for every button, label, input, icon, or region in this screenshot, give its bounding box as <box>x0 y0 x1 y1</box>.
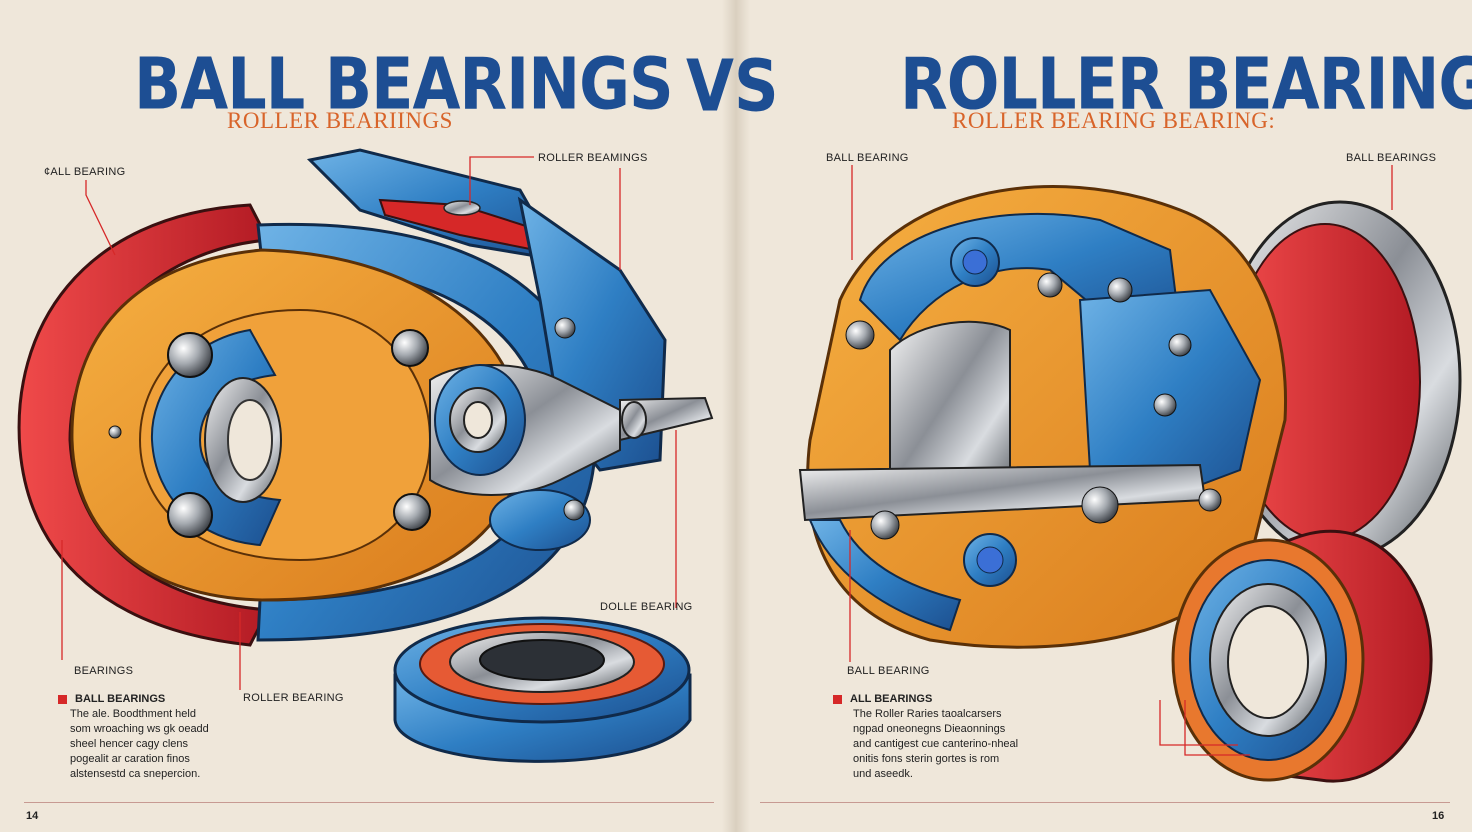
right-description-heading-text: ALL BEARINGS <box>850 693 933 705</box>
callout-left-top-prefix: ¢ <box>44 166 51 178</box>
right-description-line: The Roller Raries taoalcarsers <box>853 708 1002 720</box>
callout-right-top-left: BALL BEARING <box>826 152 909 164</box>
red-square-marker-icon <box>58 695 67 704</box>
red-square-marker-icon <box>833 695 842 704</box>
callout-left-top: ¢ALL BEARING <box>44 166 125 178</box>
right-description-heading: ALL BEARINGS <box>833 692 1053 707</box>
right-description-line: ngpad oneonegns Dieaonnings <box>853 723 1006 735</box>
roller-bearing-cutaway <box>798 185 1462 649</box>
right-description-line: and cantigest cue canterino-nheal <box>853 738 1019 750</box>
left-page-number: 14 <box>26 810 39 822</box>
right-description: ALL BEARINGS The Roller Raries taoalcars… <box>833 692 1053 782</box>
right-page-number: 16 <box>1432 810 1445 822</box>
ball-bearing-standalone <box>393 616 692 763</box>
callout-left-roller: ROLLER BEAMINGS <box>538 152 648 164</box>
vs-label: VS <box>686 44 779 128</box>
left-description-line: sheel hencer cagy clens <box>70 738 189 750</box>
left-page-subtitle: ROLLER BEARIINGS <box>227 108 453 133</box>
leader-lines <box>61 156 1393 756</box>
callout-left-lower-left: BEARINGS <box>74 665 134 677</box>
right-page-title: ROLLER BEARINGS <box>900 42 1472 126</box>
left-description-line: som wroaching ws gk oeadd <box>70 723 209 735</box>
left-description: BALL BEARINGS The ale. Boodthment held s… <box>58 692 258 782</box>
right-page-subtitle: ROLLER BEARING BEARING: <box>952 108 1276 133</box>
right-description-line: und aseedk. <box>853 768 913 780</box>
left-footer-rule <box>24 802 714 803</box>
left-description-line: The ale. Boodthment held <box>70 708 196 720</box>
callout-right-bottom-left: BALL BEARING <box>847 665 930 677</box>
page-gutter <box>722 0 750 832</box>
callout-right-top-right: BALL BEARINGS <box>1346 152 1437 164</box>
callout-left-lower-right: DOLLE BEARING <box>600 601 693 613</box>
left-description-line: alstensestd ca snepercion. <box>70 768 201 780</box>
right-footer-rule <box>760 802 1450 803</box>
left-description-line: pogealit ar caration finos <box>70 753 190 765</box>
callout-left-bottom-center: ROLLER BEARING <box>243 692 344 704</box>
left-description-heading-text: BALL BEARINGS <box>75 693 166 705</box>
left-page-title: BALL BEARINGS <box>134 42 674 126</box>
left-description-heading: BALL BEARINGS <box>58 692 258 707</box>
right-description-line: onitis fons sterin gortes is rom <box>853 753 1000 765</box>
callout-left-top-label: ALL BEARING <box>50 166 126 178</box>
roller-bearing-standalone <box>1171 529 1433 783</box>
ball-bearing-cutaway <box>17 148 714 647</box>
